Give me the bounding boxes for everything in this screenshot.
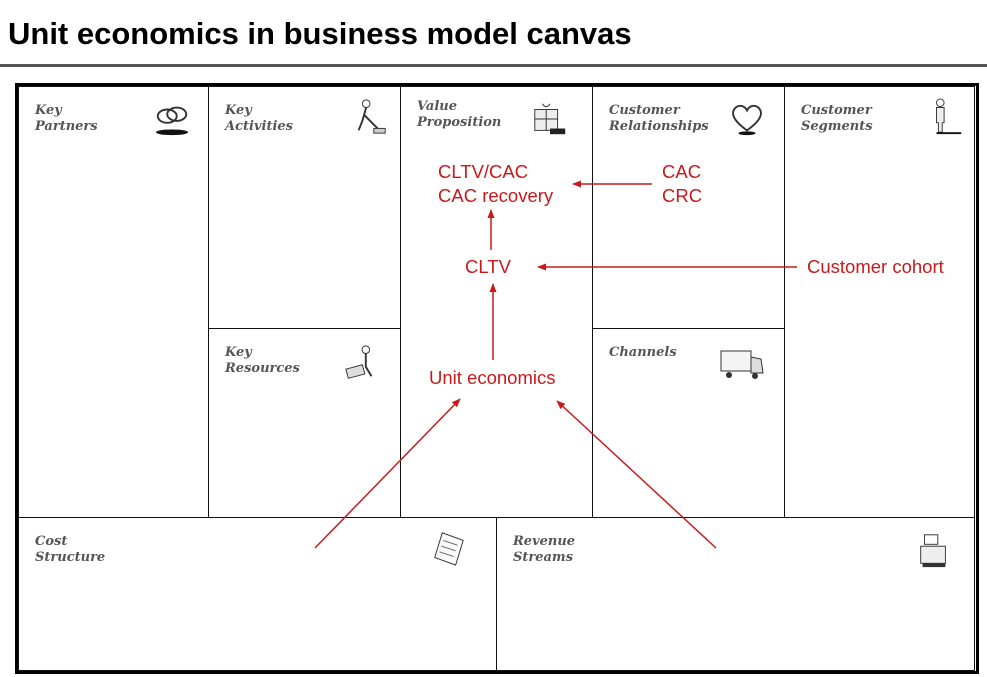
arrow-cost-to-unit-econ <box>314 398 461 549</box>
metric-unit-economics: Unit economics <box>429 367 556 388</box>
delivery-truck-icon <box>720 350 764 379</box>
receipt-icon <box>434 532 464 566</box>
block-label: Structure <box>35 550 106 565</box>
cash-register-icon <box>920 534 946 568</box>
worker-icon <box>357 99 386 134</box>
block-label: Value <box>417 99 457 114</box>
title-divider <box>0 64 987 67</box>
page-title: Unit economics in business model canvas <box>8 16 632 51</box>
person-icon <box>936 98 962 135</box>
block-label: Key <box>225 103 252 118</box>
business-model-canvas <box>15 83 979 674</box>
block-label: Streams <box>513 550 574 565</box>
metric-crc: CRC <box>662 185 703 206</box>
block-label: Customer <box>801 103 872 118</box>
block-label: Key <box>225 345 252 360</box>
block-label: Relationships <box>609 119 709 134</box>
metric-cac-recovery: CAC recovery <box>438 185 554 206</box>
chain-link-icon <box>155 106 189 136</box>
block-label: Channels <box>609 345 677 360</box>
block-label: Activities <box>225 119 293 134</box>
metric-cltv: CLTV <box>465 256 511 277</box>
metric-cac: CAC <box>662 161 702 182</box>
block-label: Resources <box>225 361 300 376</box>
block-label: Segments <box>801 119 873 134</box>
arrow-revenue-to-unit-econ <box>556 400 717 549</box>
metric-cltv-cac: CLTV/CAC <box>438 161 529 182</box>
block-label: Key <box>35 103 62 118</box>
resources-cart-icon <box>345 345 373 379</box>
block-label: Proposition <box>417 115 502 130</box>
heart-icon <box>732 104 762 136</box>
metric-customer-cohort: Customer cohort <box>807 256 944 277</box>
gift-box-icon <box>534 103 566 135</box>
block-label: Revenue <box>513 534 576 549</box>
block-label: Customer <box>609 103 680 118</box>
block-label: Partners <box>35 119 98 134</box>
block-label: Cost <box>35 534 68 549</box>
